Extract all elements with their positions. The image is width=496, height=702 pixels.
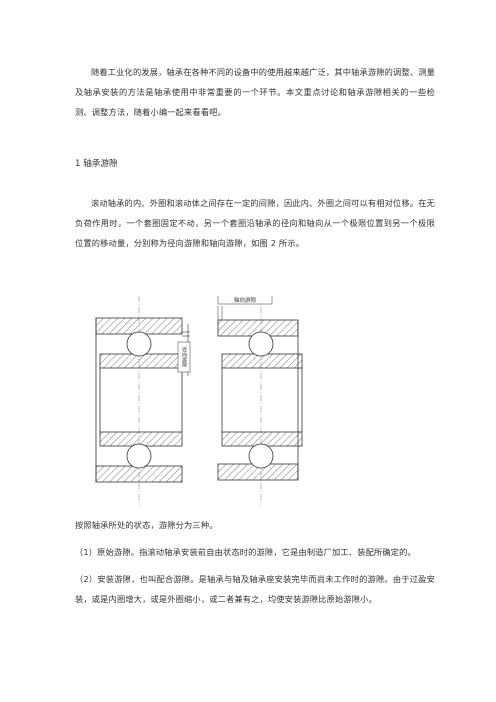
clearance-item-2: （2）安装游隙，也叫配合游隙。是轴承与轴及轴承座安装完毕而尚未工作时的游隙。由于… — [75, 574, 435, 604]
right-bearing-section: 轴向游隙 — [217, 293, 303, 481]
intro-paragraph: 随着工业化的发展，轴承在各种不同的设备中的使用越来越广泛，其中轴承游隙的调整、测… — [75, 67, 435, 117]
section-heading: 1 轴承游隙 — [75, 159, 118, 169]
axial-clearance-label: 轴向游隙 — [234, 296, 257, 304]
bearing-clearance-figure: 径向游隙 轴向游隙 — [90, 293, 310, 506]
clearance-item-1: （1）原始游隙。指滚动轴承安装前自由状态时的游隙，它是由制造厂加工、装配所确定的… — [75, 547, 416, 557]
left-bearing-section: 径向游隙 — [95, 317, 191, 483]
definition-paragraph: 滚动轴承的内、外圈和滚动体之间存在一定的间隙，因此内、外圈之间可以有相对位移。在… — [75, 198, 435, 248]
radial-clearance-label: 径向游隙 — [181, 346, 187, 367]
classification-paragraph: 按照轴承所处的状态，游隙分为三种。 — [75, 520, 218, 530]
